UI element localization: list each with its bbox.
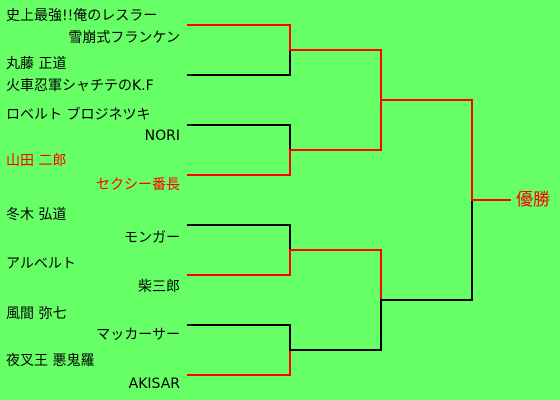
team-1-name-line2: 雪崩式フランケン bbox=[68, 30, 180, 46]
team-6-name-line2: 柴三郎 bbox=[138, 279, 180, 295]
team-3-name-line2: NORI bbox=[144, 128, 180, 144]
team-4-name-line1: 山田 二郎 bbox=[6, 153, 67, 169]
team-3-name-line1: ロベルト ブロジネツキ bbox=[6, 107, 151, 123]
team-4-name-line2: セクシー番長 bbox=[96, 177, 180, 193]
team-7-name-line2: マッカーサー bbox=[96, 327, 180, 343]
team-2-name-line2: 火車忍軍シャチテのK.F bbox=[6, 78, 154, 94]
team-8-name-line2: AKISAR bbox=[128, 376, 180, 392]
team-1-name-line1: 史上最強!!俺のレスラー bbox=[6, 8, 158, 24]
team-7-name-line1: 風間 弥七 bbox=[6, 306, 67, 322]
champion-label: 優勝 bbox=[516, 190, 550, 210]
team-5-name-line1: 冬木 弘道 bbox=[6, 207, 67, 223]
team-6-name-line1: アルベルト bbox=[6, 256, 76, 272]
team-2-name-line1: 丸藤 正道 bbox=[6, 56, 67, 72]
team-8-name-line1: 夜叉王 悪鬼羅 bbox=[6, 353, 95, 369]
team-5-name-line2: モンガー bbox=[124, 230, 180, 246]
